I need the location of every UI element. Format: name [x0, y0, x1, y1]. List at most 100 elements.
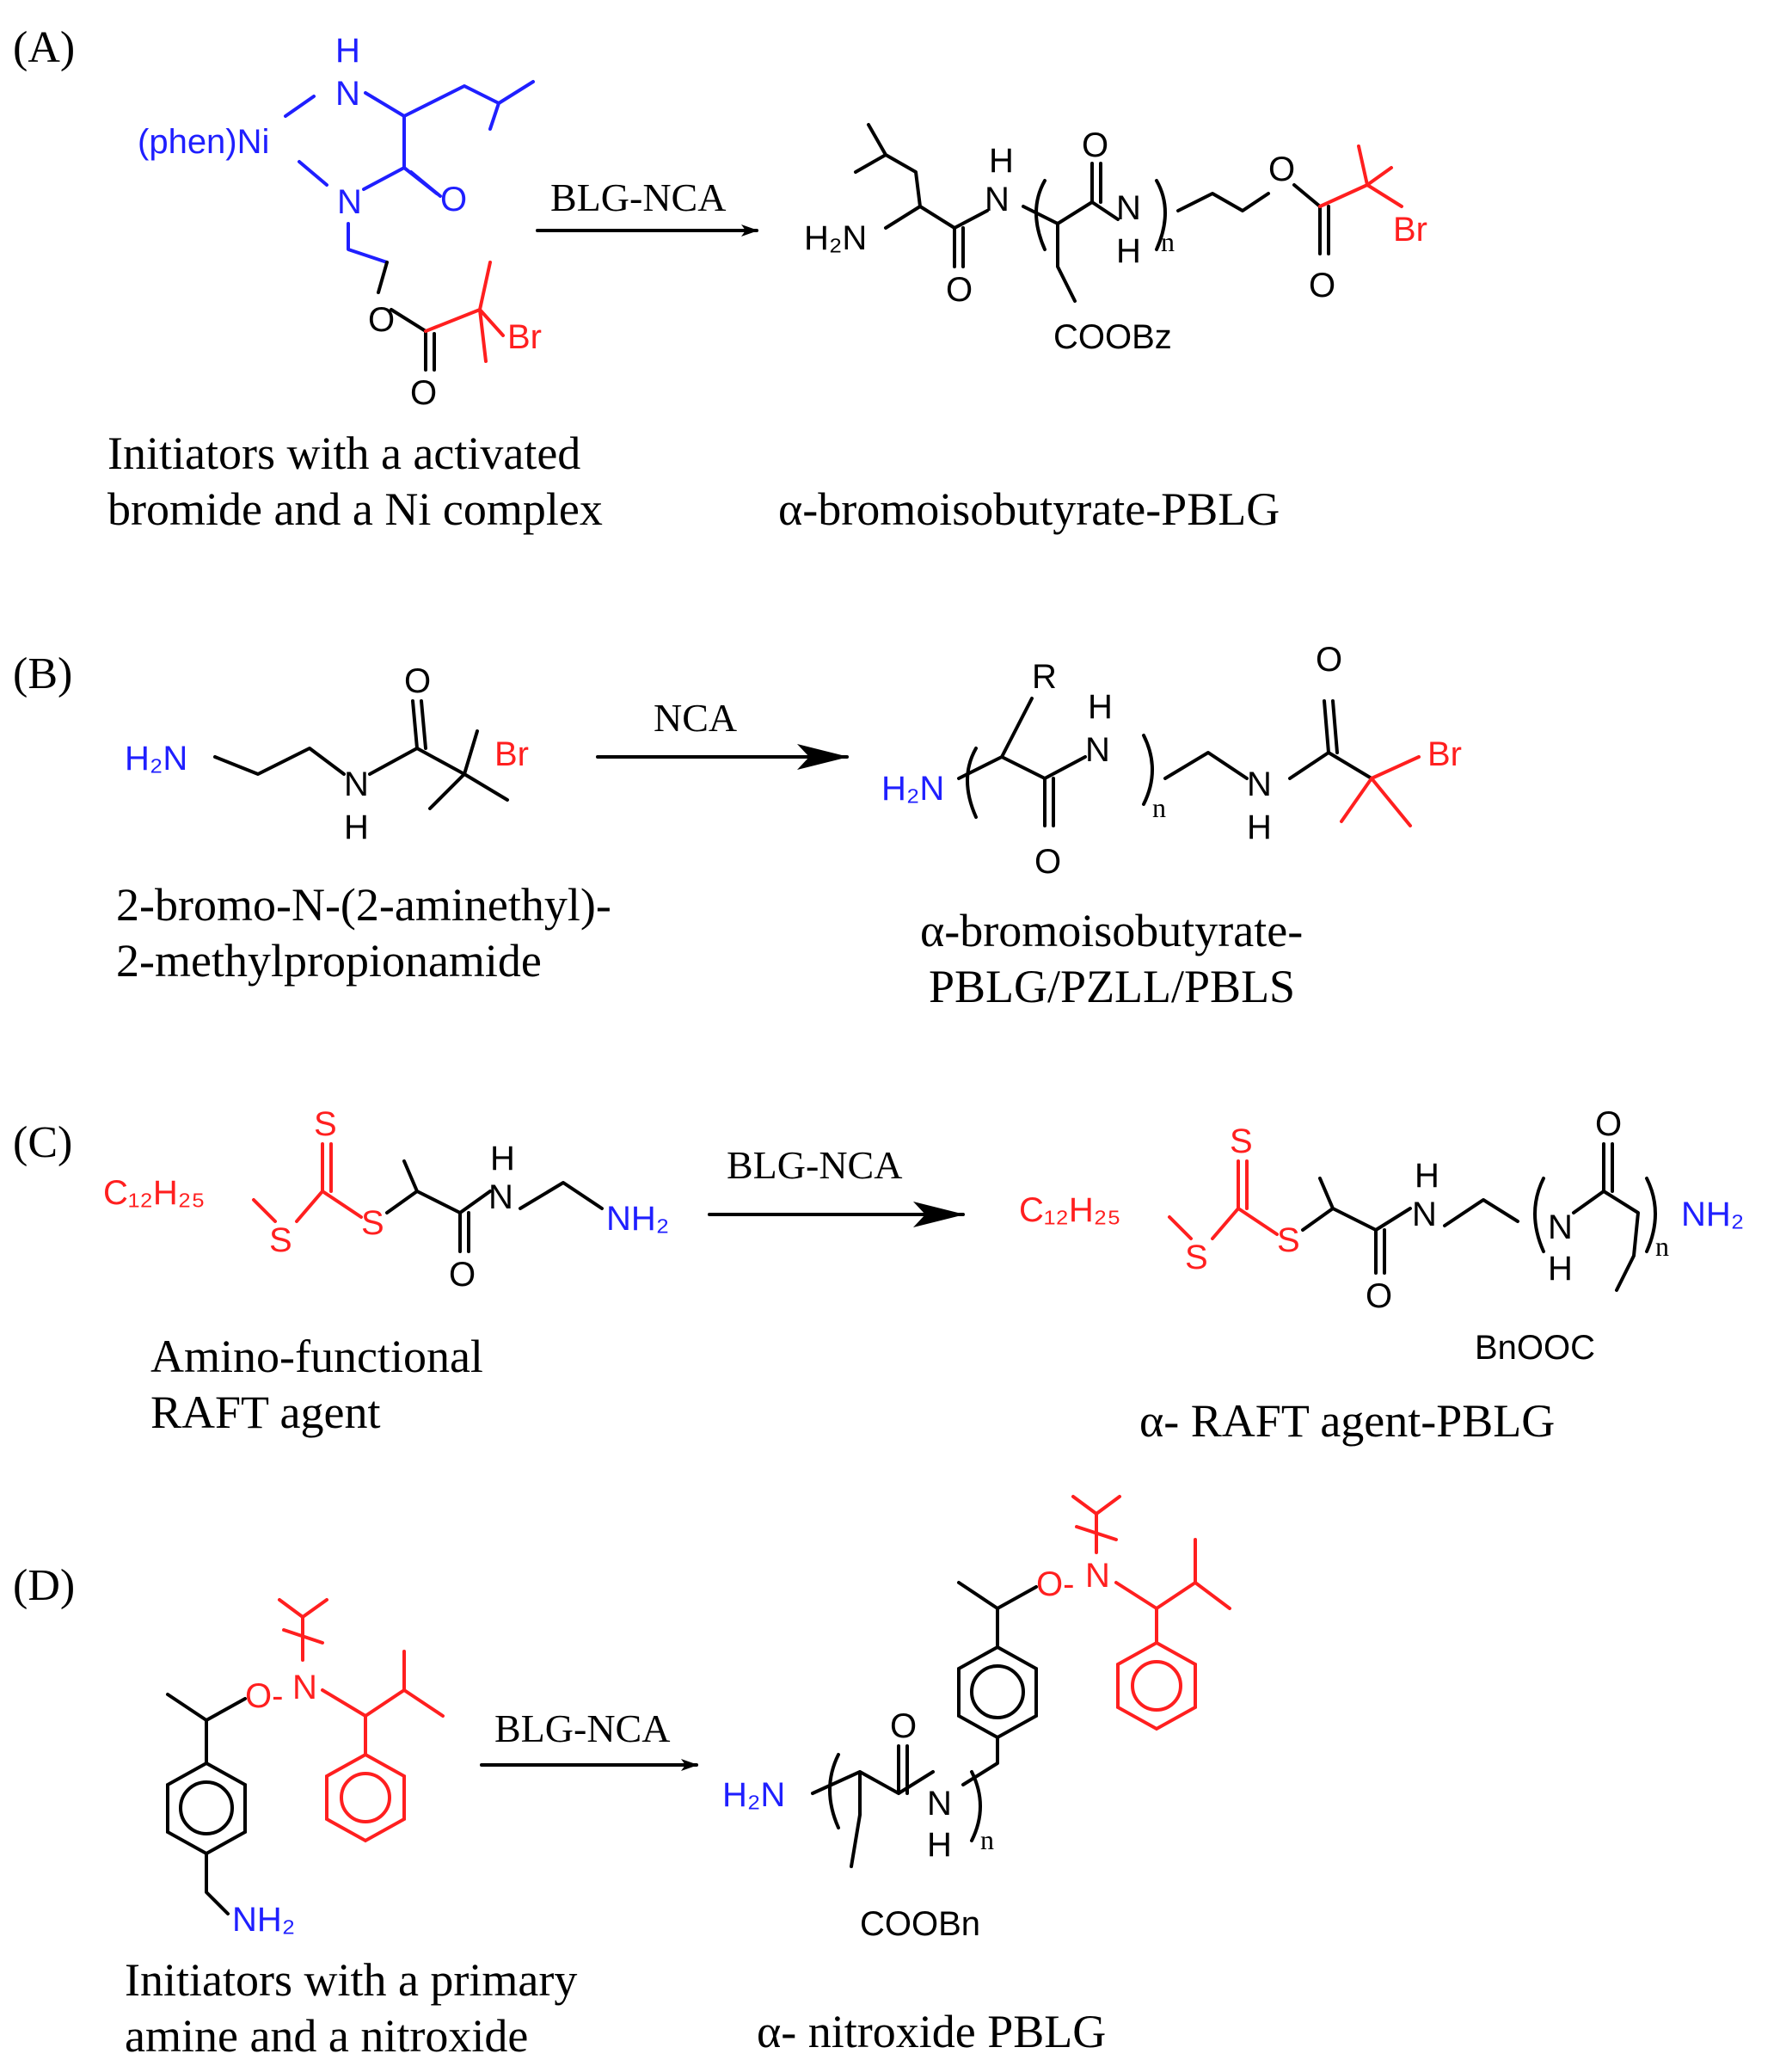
linker-bonds — [1176, 192, 1270, 212]
amide-bonds — [953, 209, 989, 268]
panel-b-reagent: NCA — [654, 696, 737, 740]
panel-d-reagent: BLG-NCA — [494, 1706, 670, 1750]
nitroxide-bonds — [1071, 1495, 1231, 1645]
trithiocarbonate-bonds — [252, 1142, 363, 1223]
atom-h: H — [335, 32, 360, 70]
amide-bonds — [368, 699, 509, 810]
benzylic-bonds — [166, 1693, 247, 1765]
panel-a: (A) H N (phen)Ni N O O O Br BLG-NCA H₂N — [13, 23, 1427, 535]
panel-d-initiator-caption: amine and a nitroxide — [125, 2010, 528, 2062]
atom-n: N — [488, 1178, 513, 1216]
panel-b-initiator-caption: 2-bromo-N-(2-aminethyl)- — [116, 879, 611, 931]
atom-br: Br — [507, 318, 542, 356]
amide-bonds — [385, 1159, 492, 1253]
panel-b: (B) H₂N N H O Br NCA H₂N R O H N n N H O — [13, 641, 1462, 1012]
atom-h2n: H₂N — [722, 1776, 785, 1814]
atom-s: S — [1230, 1122, 1253, 1160]
panel-c-product: C₁₂H₂₅ S S S O H N N H O n NH₂ BnOOC — [1019, 1105, 1744, 1367]
atom-h: H — [1116, 232, 1141, 270]
atom-nh2: NH₂ — [1681, 1196, 1744, 1233]
backbone-bonds — [1022, 162, 1120, 225]
atom-h2n: H₂N — [804, 219, 867, 257]
atom-h2n: H₂N — [881, 770, 944, 808]
atom-h2n: H₂N — [125, 740, 187, 778]
panel-c-label: (C) — [13, 1118, 72, 1167]
atom-n: N — [1085, 1557, 1110, 1595]
isobutyl-bonds — [402, 80, 535, 131]
atom-n: N — [1548, 1208, 1573, 1246]
linker-bond — [377, 261, 389, 294]
atom-o-dash: O- — [1036, 1565, 1074, 1603]
side-chain-bonds — [1056, 222, 1077, 303]
repeat-bracket-right — [1142, 734, 1154, 806]
atom-n: N — [1412, 1196, 1437, 1233]
atom-o-dash: O- — [245, 1677, 283, 1715]
atom-s: S — [361, 1204, 384, 1242]
bromo-isobutyryl-bonds — [424, 261, 505, 363]
atom-h: H — [344, 809, 369, 846]
atom-nh2: NH₂ — [232, 1901, 295, 1939]
atom-o: O — [440, 181, 467, 218]
atom-s: S — [269, 1221, 292, 1259]
panel-a-initiator-caption: bromide and a Ni complex — [107, 483, 603, 535]
panel-b-product-caption: PBLG/PZLL/PBLS — [929, 961, 1295, 1012]
panel-c-initiator-caption: RAFT agent — [150, 1386, 381, 1438]
carbonyl-double-bond — [409, 170, 442, 198]
panel-b-label: (B) — [13, 649, 72, 698]
atom-o: O — [1366, 1277, 1392, 1315]
atom-bnooc: BnOOC — [1475, 1329, 1595, 1367]
panel-d-label: (D) — [13, 1561, 75, 1610]
atom-coobn: COOBn — [860, 1905, 980, 1943]
atom-n: N — [985, 181, 1010, 218]
panel-d-initiator: O- N NH₂ — [166, 1598, 445, 1939]
atom-n: N — [1085, 731, 1110, 769]
atom-o: O — [946, 271, 973, 309]
backbone-bonds — [1572, 1142, 1640, 1292]
repeat-bracket-left — [1533, 1177, 1545, 1253]
atom-h: H — [1415, 1157, 1439, 1195]
atom-o: O — [1268, 151, 1295, 188]
repeat-n: n — [980, 1824, 994, 1855]
panel-b-product-caption: α-bromoisobutyrate- — [920, 905, 1303, 956]
atom-o: O — [1082, 126, 1108, 164]
atom-s: S — [314, 1105, 337, 1143]
ring-bonds — [284, 91, 439, 195]
phenyl-ring — [340, 1772, 391, 1823]
ester-bonds — [390, 308, 436, 372]
linker-bond — [347, 222, 389, 264]
methylene-bonds — [961, 1736, 999, 1786]
panel-b-initiator-caption: 2-methylpropionamide — [116, 935, 542, 987]
panel-b-product: H₂N R O H N n N H O Br — [881, 641, 1462, 881]
atom-phen-ni: (phen)Ni — [138, 123, 269, 161]
repeat-bracket-right — [970, 1770, 982, 1842]
atom-o: O — [1316, 641, 1342, 679]
atom-n: N — [344, 765, 369, 803]
linker-bonds — [1163, 699, 1373, 780]
repeat-n: n — [1655, 1231, 1669, 1262]
atom-n: N — [335, 75, 360, 113]
atom-o: O — [1595, 1105, 1622, 1143]
panel-d-product-caption: α- nitroxide PBLG — [757, 2006, 1106, 2057]
atom-h: H — [927, 1826, 952, 1864]
repeat-bracket-right — [1645, 1177, 1657, 1253]
panel-d: (D) O- N NH₂ BLG-NCA H₂N O N H n COOBn — [13, 1495, 1231, 2062]
ethyl-bonds — [1443, 1198, 1519, 1227]
panel-c-initiator: C₁₂H₂₅ S S S O H N NH₂ — [103, 1105, 669, 1294]
panel-b-initiator: H₂N N H O Br — [125, 662, 529, 846]
atom-n: N — [337, 183, 362, 221]
bromo-isobutyryl-bonds — [1318, 144, 1403, 208]
panel-a-initiator-caption: Initiators with a activated — [107, 427, 580, 479]
atom-o: O — [1034, 843, 1061, 881]
atom-o: O — [449, 1256, 476, 1294]
repeat-n: n — [1161, 226, 1175, 257]
repeat-bracket-right — [1155, 179, 1167, 251]
atom-o: O — [368, 301, 395, 339]
phenyl-ring — [1116, 1640, 1197, 1731]
panel-c-initiator-caption: Amino-functional — [150, 1331, 483, 1382]
panel-a-initiator: H N (phen)Ni N O O O Br — [138, 32, 542, 412]
panel-c: (C) C₁₂H₂₅ S S S O H N NH₂ BLG-NCA C₁₂H₂… — [13, 1105, 1744, 1447]
panel-a-reagent: BLG-NCA — [550, 175, 726, 219]
atom-s: S — [1185, 1239, 1208, 1276]
atom-h: H — [490, 1140, 515, 1177]
